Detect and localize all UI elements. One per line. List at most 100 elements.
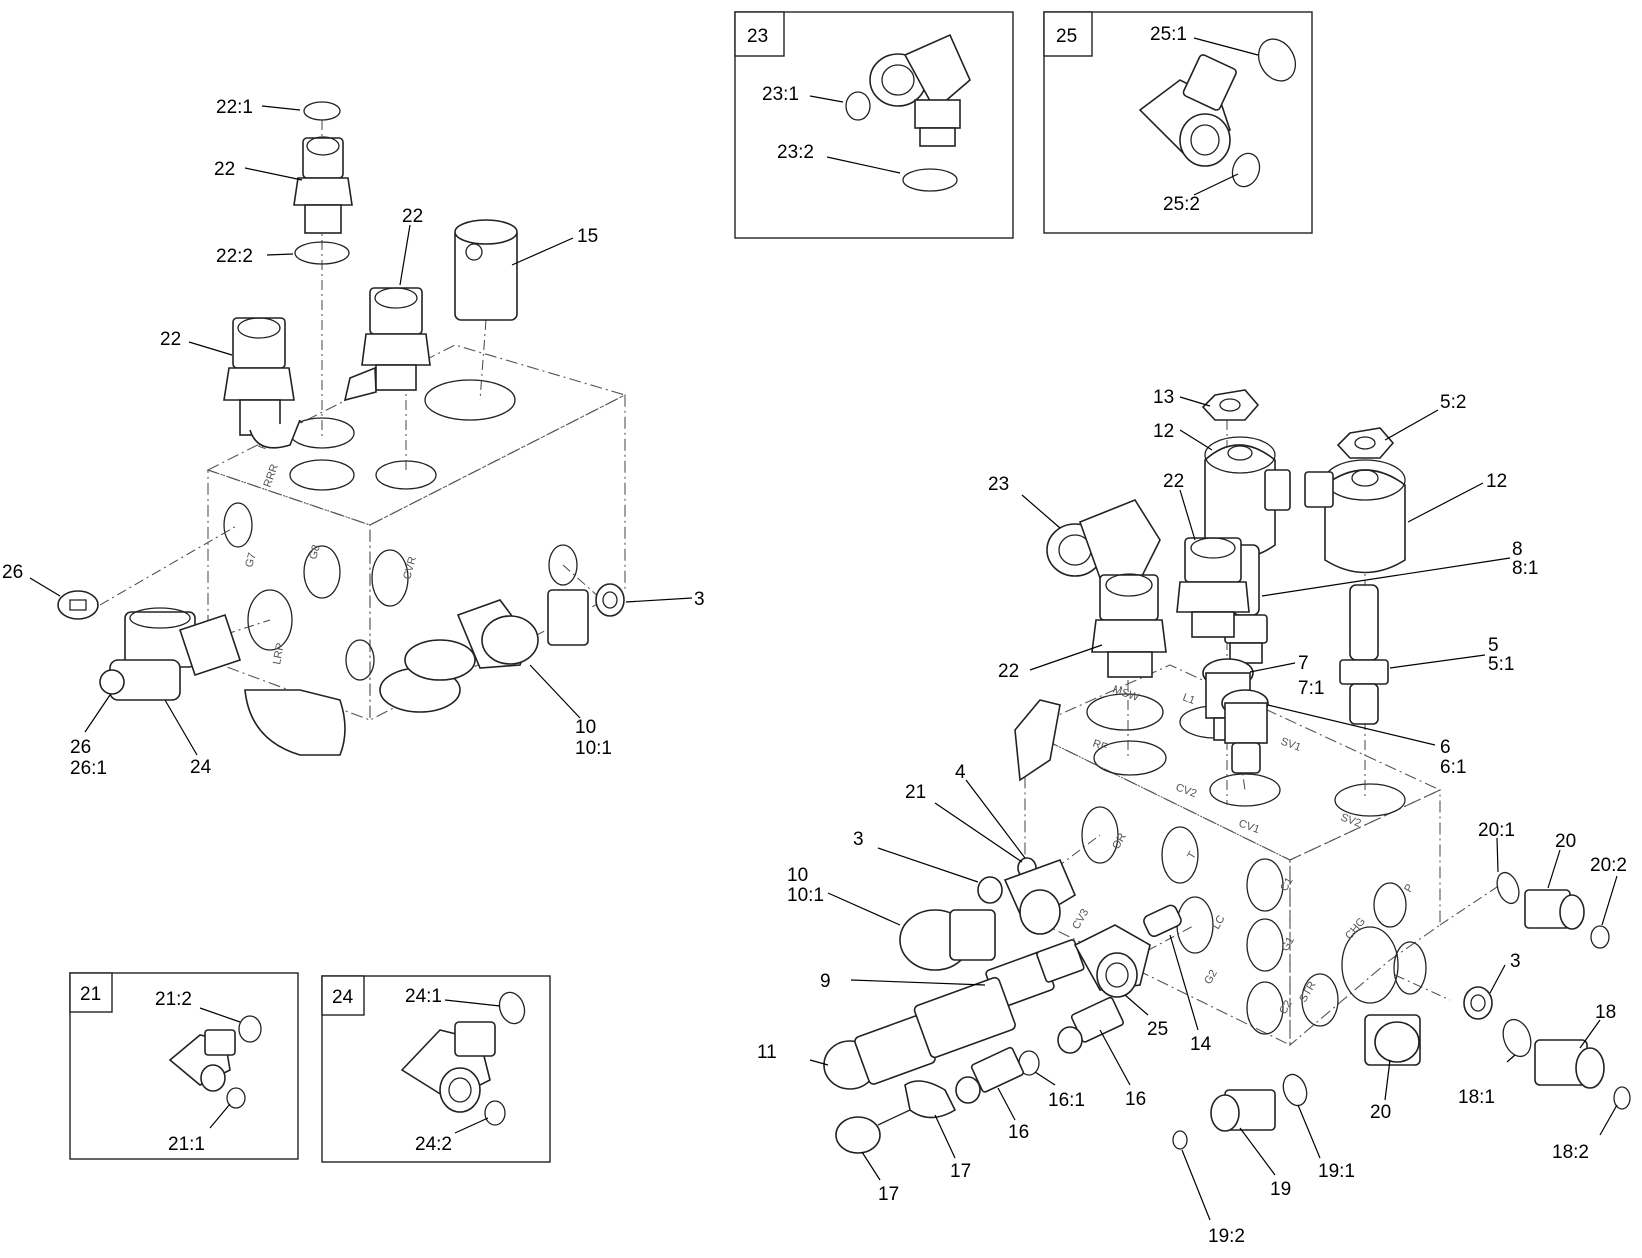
port-label: G2 bbox=[1202, 968, 1220, 987]
callout-label: 26 bbox=[2, 562, 23, 583]
callout-label: 22 bbox=[214, 159, 235, 180]
fitting-22-left bbox=[223, 317, 301, 449]
port-label: STR bbox=[1297, 979, 1318, 1004]
callout-label: 22 bbox=[160, 329, 181, 350]
port-label: L1 bbox=[1181, 692, 1197, 707]
fitting-22-right-front bbox=[1091, 573, 1167, 678]
callout-label: 16 bbox=[1125, 1089, 1146, 1110]
callout-label: 20 bbox=[1555, 831, 1576, 852]
callout-label: 19:2 bbox=[1208, 1226, 1245, 1247]
callout-label: 5:1 bbox=[1488, 654, 1514, 675]
callout-label: 10:1 bbox=[575, 738, 612, 759]
callout-label: 12 bbox=[1486, 471, 1507, 492]
plug-26 bbox=[57, 590, 99, 620]
port-label: CV3 bbox=[1070, 907, 1091, 932]
inset-24: 24 24:1 24:2 bbox=[321, 975, 551, 1163]
callout-label: 16 bbox=[1008, 1122, 1029, 1143]
callout-label: 23 bbox=[988, 474, 1009, 495]
port-label: CVR bbox=[401, 555, 419, 581]
left-valve-assembly: RRF RRR LRR G7 G8 CVR bbox=[57, 101, 627, 756]
port-label: C1 bbox=[1278, 875, 1295, 893]
port-label: CV1 bbox=[1237, 818, 1261, 837]
callout-label: 13 bbox=[1153, 387, 1174, 408]
callout-label: 20 bbox=[1370, 1102, 1391, 1123]
port-label: SV1 bbox=[1279, 736, 1303, 754]
right-valve-assembly: MSW L1 RF SV1 CV2 SV2 CV1 OR T CV3 LC C1… bbox=[823, 389, 1631, 1154]
coil-12-left bbox=[1204, 436, 1291, 559]
callout-label: 21 bbox=[905, 782, 926, 803]
right-manifold-block bbox=[1014, 664, 1442, 1047]
callout-label: 15 bbox=[577, 226, 598, 247]
inset-number: 23 bbox=[747, 26, 768, 47]
callout-label: 17 bbox=[878, 1184, 899, 1205]
callout-label: 16:1 bbox=[1048, 1090, 1085, 1111]
left-manifold-block bbox=[206, 344, 627, 721]
callout-label: 18:1 bbox=[1458, 1087, 1495, 1108]
inset-number: 24 bbox=[332, 987, 354, 1008]
callout-label: 11 bbox=[757, 1042, 777, 1063]
callout-label: 24:2 bbox=[415, 1134, 452, 1155]
callout-label: 24 bbox=[190, 757, 212, 778]
callout-label: 21:2 bbox=[155, 989, 192, 1010]
plug-3-right bbox=[1463, 986, 1493, 1020]
callout-label: 5 bbox=[1488, 635, 1499, 656]
callout-label: 3 bbox=[1510, 951, 1521, 972]
callout-label: 22 bbox=[1163, 471, 1184, 492]
callout-label: 21:1 bbox=[168, 1134, 205, 1155]
callout-label: 10 bbox=[575, 717, 596, 738]
port-label: MSW bbox=[1111, 684, 1141, 705]
fitting-18-right bbox=[1502, 1018, 1631, 1110]
callout-label: 3 bbox=[853, 829, 864, 850]
elbow-23-right bbox=[1046, 499, 1161, 581]
cartridge-6 bbox=[1221, 689, 1269, 774]
callout-label: 18:2 bbox=[1552, 1142, 1589, 1163]
port-label: OR bbox=[1110, 831, 1129, 851]
fitting-22-right-rear bbox=[1176, 537, 1250, 638]
fitting-22-top bbox=[293, 101, 353, 265]
inset-25: 25 25:1 25:2 bbox=[1043, 11, 1313, 234]
fitting-20-bottom bbox=[1364, 1014, 1421, 1066]
fitting-20-right bbox=[1496, 871, 1610, 949]
inset-number: 21 bbox=[80, 984, 101, 1005]
port-label: RF bbox=[1091, 738, 1109, 754]
port-label: LRR bbox=[271, 642, 287, 666]
orifice-14 bbox=[1143, 904, 1182, 937]
callout-label: 19:1 bbox=[1318, 1161, 1355, 1182]
callout-label: 3 bbox=[694, 589, 705, 610]
elbow-25-right bbox=[1073, 924, 1151, 998]
callout-label: 22:1 bbox=[216, 97, 253, 118]
callout-label: 25:1 bbox=[1150, 24, 1187, 45]
fitting-22-middle bbox=[343, 287, 431, 402]
callout-label: 17 bbox=[950, 1161, 971, 1182]
callout-label: 26 bbox=[70, 737, 91, 758]
elbow-23-inset bbox=[869, 33, 971, 147]
elbow-21-inset bbox=[168, 1029, 236, 1092]
port-label: G8 bbox=[307, 543, 322, 560]
valve-11 bbox=[823, 976, 1016, 1090]
cap-17-upper bbox=[904, 1080, 957, 1119]
callout-label: 25 bbox=[1147, 1019, 1168, 1040]
fitting-19 bbox=[1172, 1073, 1308, 1150]
callout-label: 9 bbox=[820, 971, 831, 992]
callout-label: 7:1 bbox=[1298, 678, 1324, 699]
callout-label: 12 bbox=[1153, 421, 1174, 442]
port-label: T bbox=[1185, 849, 1199, 861]
fitting-cluster-left bbox=[899, 857, 1077, 971]
port-label: G7 bbox=[243, 551, 258, 568]
callout-label: 26:1 bbox=[70, 758, 107, 779]
cartridge-5 bbox=[1339, 584, 1389, 725]
port-label: CV2 bbox=[1174, 782, 1198, 801]
sleeve-15 bbox=[454, 219, 518, 321]
callout-label: 6:1 bbox=[1440, 757, 1466, 778]
callout-label: 24:1 bbox=[405, 986, 442, 1007]
port-label: RRR bbox=[262, 462, 281, 489]
elbow-24-inset bbox=[400, 1021, 496, 1113]
elbow-25-inset bbox=[1138, 54, 1237, 167]
callout-label: 23:1 bbox=[762, 84, 799, 105]
callout-label: 8 bbox=[1512, 539, 1523, 560]
callout-label: 25:2 bbox=[1163, 194, 1200, 215]
port-label: C2 bbox=[1277, 998, 1294, 1016]
port-label: P bbox=[1402, 882, 1416, 894]
callout-label: 14 bbox=[1190, 1034, 1212, 1055]
